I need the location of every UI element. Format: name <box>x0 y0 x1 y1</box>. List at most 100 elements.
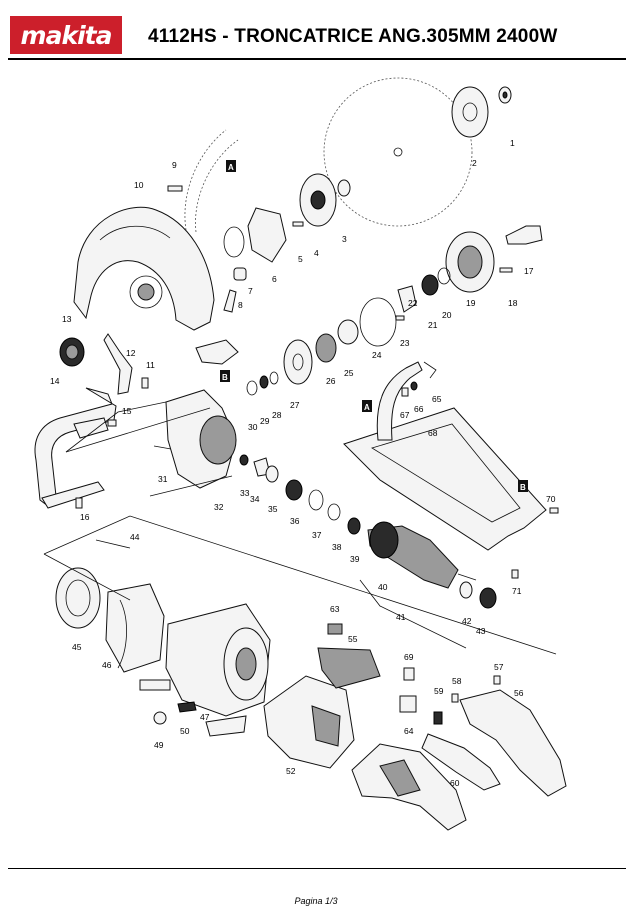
part-number-label: 13 <box>62 314 72 324</box>
part-number-label: 28 <box>272 410 282 420</box>
part-68-base-frame <box>343 361 547 551</box>
part-40-armature <box>367 521 477 589</box>
part-5-screw <box>292 221 304 227</box>
brand-logo-text: makita <box>20 21 113 50</box>
footer-divider <box>8 868 626 869</box>
part-14-front-handle <box>34 387 117 509</box>
part-number-label: 38 <box>332 542 342 552</box>
part-32-bearing-box <box>165 389 237 489</box>
part-number-label: 45 <box>72 642 82 652</box>
part-60-cord <box>421 733 501 791</box>
part-2-outer-flange <box>451 86 489 138</box>
part-number-label: 60 <box>450 778 460 788</box>
part-number-label: 67 <box>400 410 410 420</box>
part-number-label: 64 <box>404 726 414 736</box>
part-52-rear-cover <box>263 675 355 769</box>
part-66-washer <box>410 381 418 391</box>
part-number-label: 8 <box>238 300 243 310</box>
part-name-plate <box>205 715 247 737</box>
part-1-bolt <box>498 86 512 104</box>
group-line-motor-top <box>43 515 557 655</box>
part-number-label: 19 <box>466 298 476 308</box>
makita-logo: makita <box>10 16 122 54</box>
hose-loop-2 <box>195 139 239 233</box>
part-number-label: 34 <box>250 494 260 504</box>
part-36-bearing <box>285 479 303 501</box>
part-15-screw <box>107 419 117 427</box>
part-number-label: 23 <box>400 338 410 348</box>
part-number-label: 15 <box>122 406 132 416</box>
part-number-label: 14 <box>50 376 60 386</box>
part-number-label: 7 <box>248 286 253 296</box>
part-9-bolt <box>167 185 183 192</box>
page-title: 4112HS - TRONCATRICE ANG.305MM 2400W <box>148 26 558 47</box>
page-number: Pagina 1/3 <box>294 896 338 906</box>
part-number-label: 69 <box>404 652 414 662</box>
saw-blade <box>323 77 473 227</box>
part-number-label: 21 <box>428 320 438 330</box>
part-number-label: 24 <box>372 350 382 360</box>
part-19-gear-housing <box>445 231 495 293</box>
part-number-label: 3 <box>342 234 347 244</box>
part-number-label: 68 <box>428 428 438 438</box>
reference-mark-a-right: A <box>362 400 372 412</box>
part-number-label: 6 <box>272 274 277 284</box>
part-label-plate <box>139 679 171 691</box>
part-45-baffle <box>55 567 101 629</box>
part-27-fan <box>283 339 313 385</box>
part-number-label: 59 <box>434 686 444 696</box>
part-number-label: 32 <box>214 502 224 512</box>
part-43-bearing <box>479 587 497 609</box>
part-24-o-ring <box>359 297 397 347</box>
part-4-inner-flange <box>299 173 337 227</box>
part-number-label: 22 <box>408 298 418 308</box>
svg-text:A: A <box>364 403 370 412</box>
part-42-washer <box>459 581 473 599</box>
part-number-label: 1 <box>510 138 515 148</box>
part-number-label: 71 <box>512 586 522 596</box>
part-29-washer <box>259 375 269 389</box>
part-number-label: 49 <box>154 740 164 750</box>
part-23-screw <box>395 315 405 321</box>
part-71-screw <box>511 569 519 579</box>
part-56-rear-handle <box>351 689 567 831</box>
part-number-label: 2 <box>472 158 477 168</box>
part-7-cap <box>233 267 247 281</box>
svg-text:A: A <box>228 163 234 172</box>
part-number-label: 57 <box>494 662 504 672</box>
part-number-label: 44 <box>130 532 140 542</box>
part-10-blade-guard <box>73 206 239 365</box>
part-50-brush-holder <box>177 701 197 713</box>
part-69-brush <box>403 667 415 681</box>
part-number-label: 10 <box>134 180 144 190</box>
part-number-label: 5 <box>298 254 303 264</box>
part-8-lever <box>223 289 237 313</box>
part-25-bearing <box>337 319 359 345</box>
part-number-label: 40 <box>378 582 388 592</box>
part-number-label: 47 <box>200 712 210 722</box>
part-44-bolt <box>95 539 131 549</box>
part-55-switch <box>317 647 381 689</box>
part-number-label: 35 <box>268 504 278 514</box>
part-number-label: 25 <box>344 368 354 378</box>
part-number-label: 41 <box>396 612 406 622</box>
part-12-bracket <box>103 333 133 395</box>
reference-mark-b-left: B <box>220 370 230 382</box>
part-64-brush <box>399 695 417 713</box>
part-number-label: 27 <box>290 400 300 410</box>
page-header: makita 4112HS - TRONCATRICE ANG.305MM 24… <box>0 0 632 64</box>
part-number-label: 37 <box>312 530 322 540</box>
part-number-label: 20 <box>442 310 452 320</box>
part-58-screw <box>451 693 459 703</box>
part-15-bracket <box>73 417 109 439</box>
part-number-label: 12 <box>126 348 136 358</box>
part-o-ring <box>223 226 245 258</box>
part-6-cover-plate <box>247 207 287 263</box>
group-line-armature <box>359 579 467 649</box>
part-70-screw <box>549 507 559 514</box>
part-22-plate <box>397 285 417 313</box>
exploded-parts-diagram: A A B B 12345678910111213141516171819202… <box>34 77 567 831</box>
part-number-label: 46 <box>102 660 112 670</box>
part-number-label: 52 <box>286 766 296 776</box>
part-11-screw <box>141 377 149 389</box>
